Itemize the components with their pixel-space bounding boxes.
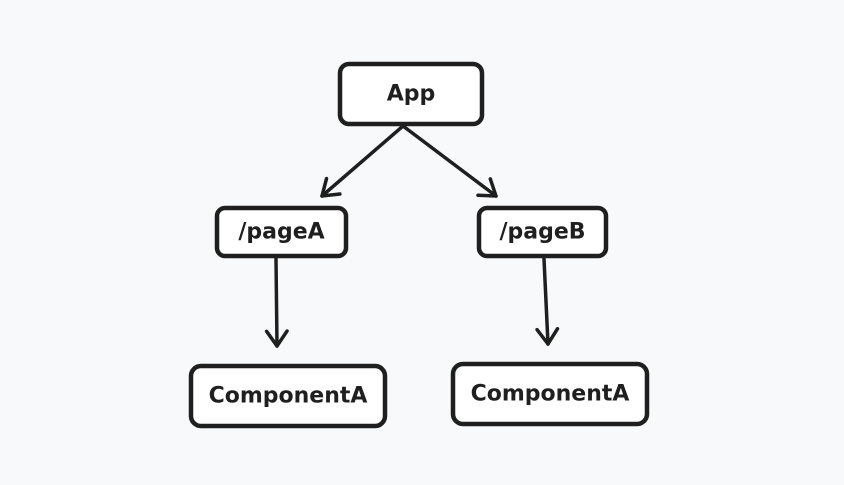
- node-pageB: /pageB: [476, 205, 609, 259]
- node-label-pageA: /pageA: [238, 220, 324, 245]
- node-label-app: App: [387, 82, 436, 107]
- edge-app-to-pageB: [401, 124, 498, 198]
- arrowhead-icon: [535, 326, 560, 346]
- node-pageA: /pageA: [214, 205, 349, 259]
- nodes-layer: App/pageA/pageB ComponentA ComponentA: [188, 61, 650, 429]
- node-componentA-right: ComponentA: [450, 361, 650, 427]
- node-box-app: [337, 61, 485, 127]
- node-box-componentA-right: [450, 361, 650, 427]
- edge-line: [401, 124, 498, 198]
- arrowhead-icon: [264, 329, 289, 348]
- node-label-pageB: /pageB: [499, 220, 585, 245]
- arrowhead-icon: [476, 177, 498, 198]
- edge-pageB-to-componentA-right: [535, 257, 560, 346]
- node-label-componentA-left: ComponentA: [209, 384, 368, 409]
- node-componentA-left: ComponentA: [188, 363, 388, 429]
- edge-pageA-to-componentA-left: [264, 257, 289, 348]
- node-box-componentA-left: [188, 363, 388, 429]
- edges-layer: [264, 124, 560, 348]
- node-label-componentA-right: ComponentA: [471, 382, 630, 407]
- edge-line: [320, 124, 405, 198]
- node-box-pageB: [476, 205, 609, 259]
- edge-app-to-pageA: [320, 124, 405, 198]
- edge-line: [274, 257, 279, 348]
- arrowhead-icon: [320, 176, 342, 198]
- node-app: App: [337, 61, 485, 127]
- node-box-pageA: [214, 205, 349, 259]
- edge-line: [542, 257, 550, 346]
